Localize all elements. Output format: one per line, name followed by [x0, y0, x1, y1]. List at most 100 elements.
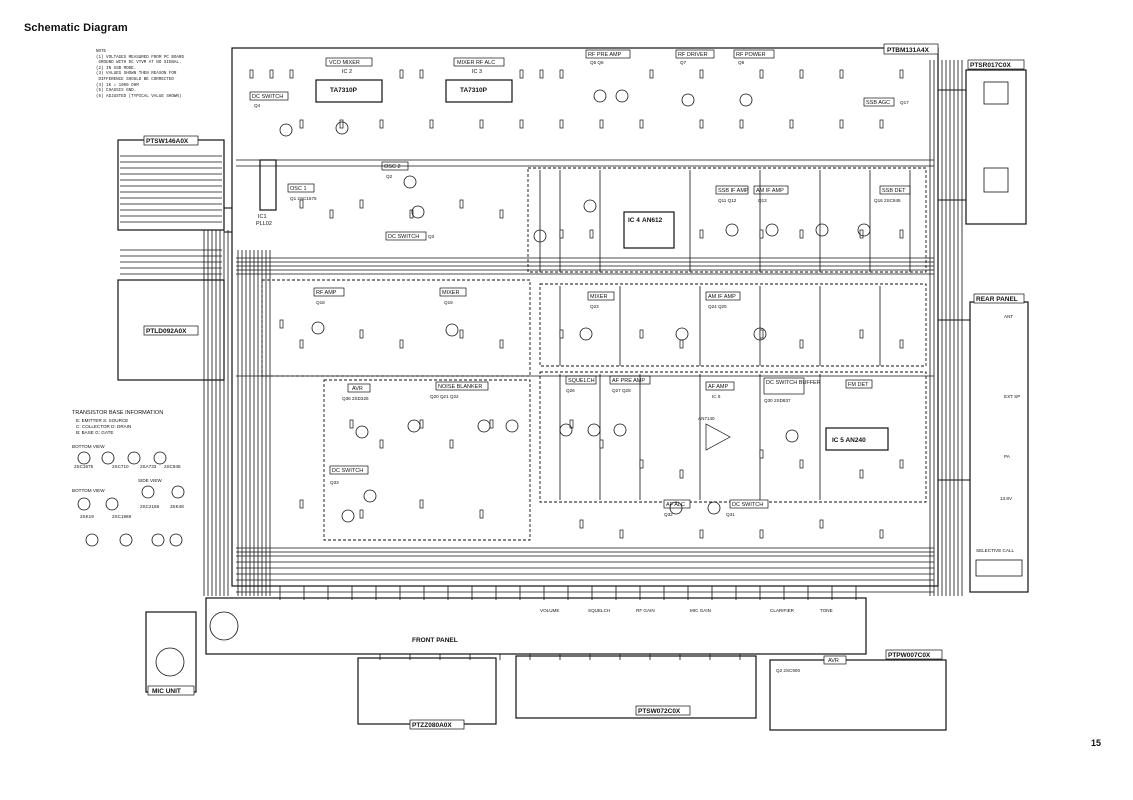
fm-det-block: FM DET IC 5 AN240 — [825, 379, 889, 451]
type-label: 2SC710 — [112, 464, 129, 469]
block-label: RF POWER — [736, 52, 766, 58]
rf-driver-block: RF DRIVER Q7 — [675, 49, 715, 65]
osc1-block: OSC 1 Q1 2SC1675 — [287, 183, 317, 201]
block-label: RF PRE AMP — [588, 52, 622, 58]
ic-label: AN7140 — [698, 416, 715, 421]
dc-switch-q3-block: DC SWITCH Q3 — [385, 231, 435, 241]
block-sub: AN612 — [642, 217, 663, 224]
mixer2-block: MIXER Q19 — [439, 287, 467, 305]
board-label-main: PTBM131A4X — [887, 47, 930, 54]
noise-blanker-block: NOISE BLANKER Q20 Q21 Q22 — [430, 381, 489, 399]
rear-panel: REAR PANEL ANT EXT SP PA 13.8V SELECTIVE… — [969, 293, 1029, 593]
control-label: TONE — [820, 608, 833, 613]
info-legend: B: BASE G: GATE — [76, 430, 113, 435]
af-amp-block: AF AMP IC 6 — [705, 381, 735, 399]
block-sub: IC 6 — [712, 394, 721, 399]
block-label: AF AMP — [708, 384, 729, 390]
sw2-board: PTSW072C0X — [515, 655, 757, 719]
block-label: OSC 1 — [290, 186, 307, 192]
block-label: AVR — [828, 658, 839, 664]
block-label: DC SWITCH — [732, 502, 763, 508]
jack-label: ANT — [1004, 314, 1013, 319]
block-label: VCO MIXER — [329, 60, 360, 66]
block-label: MIXER — [442, 290, 459, 296]
block-sub: Q5 Q6 — [590, 60, 604, 65]
block-sub: Q18 — [316, 300, 325, 305]
board-label-sr: PTSR017C0X — [970, 62, 1011, 69]
block-sub: Q20 Q21 Q22 — [430, 394, 459, 399]
dc-switch-buffer-block: DC SWITCH BUFFER Q30 2SD837 — [763, 377, 821, 403]
block-sub: Q8 — [738, 60, 745, 65]
block-label: SSB IF AMP — [718, 188, 749, 194]
sw-board: PTSW146A0X — [117, 135, 225, 231]
jack-label: PA — [1004, 454, 1011, 459]
block-label: FM DET — [848, 382, 869, 388]
block-label: OSC 2 — [384, 164, 401, 170]
ssb-if-amp-block: SSB IF AMP Q11 Q12 — [715, 185, 749, 203]
block-sub: Q7 — [680, 60, 687, 65]
block-sub: Q16 2SC945 — [874, 198, 901, 203]
block-label: RF DRIVER — [678, 52, 708, 58]
dc-switch-q31-block: DC SWITCH Q31 — [726, 499, 769, 517]
block-label: SSB AGC — [866, 100, 890, 106]
block-label: MIXER RF ALC — [457, 60, 495, 66]
block-label: AM IF AMP — [756, 188, 784, 194]
jack-label: 13.8V — [1000, 496, 1013, 501]
ic-label: TA7310P — [460, 87, 488, 94]
osc2-block: OSC 2 Q2 — [381, 161, 409, 179]
info-legend: C: COLLECTOR D: DRAIN — [76, 424, 131, 429]
block-sub: PLL02 — [256, 221, 272, 227]
block-sub: Q4 — [254, 103, 261, 108]
notes-block: NOTE (1) VOLTAGES MEASURED FROM PC BOARD… — [96, 50, 184, 99]
ic6-amp: AN7140 — [698, 416, 731, 451]
block-sub: Q2 2SC900 — [776, 668, 800, 673]
block-label: AF ALC — [666, 502, 685, 508]
board-label-zd: PTZZ080A0X — [412, 722, 452, 729]
jack-label: EXT SP — [1004, 394, 1020, 399]
rf-pre-amp-block: RF PRE AMP Q5 Q6 — [585, 49, 631, 65]
block-sub: Q17 — [900, 100, 909, 105]
block-label: NOISE BLANKER — [438, 384, 482, 390]
control-label: MIC GAIN — [690, 608, 711, 613]
control-label: VOLUME — [540, 608, 559, 613]
pw-board: PTPW007C0X AVR Q2 2SC900 — [769, 649, 947, 731]
panel-label: MIC UNIT — [152, 688, 181, 695]
type-label: 2SC945 — [164, 464, 181, 469]
main-board: PTBM131A4X — [231, 43, 939, 587]
block-label: DC SWITCH — [332, 468, 363, 474]
block-sub: IC 2 — [342, 69, 352, 75]
control-label: CLARIFIER — [770, 608, 795, 613]
block-label: SSB DET — [882, 188, 906, 194]
control-label: RF GAIN — [636, 608, 655, 613]
type-label: 2SC1675 — [74, 464, 94, 469]
components — [77, 69, 904, 547]
block-sub: Q24 Q25 — [708, 304, 727, 309]
page-title: Schematic Diagram — [24, 22, 128, 34]
block-sub: Q27 Q28 — [612, 388, 631, 393]
dc-switch-q4-block: DC SWITCH Q4 — [249, 91, 289, 108]
am-if-amp2-block: AM IF AMP Q24 Q25 — [705, 291, 741, 309]
block-label: DC SWITCH BUFFER — [766, 380, 821, 386]
panel-label: REAR PANEL — [976, 296, 1018, 303]
block-label: IC1 — [258, 214, 267, 220]
type-label: 3SK48 — [170, 504, 184, 509]
block-sub: Q23 — [590, 304, 599, 309]
block-sub: Q19 — [444, 300, 453, 305]
vco-mixer-block: VCO MIXER IC 2 TA7310P — [315, 57, 383, 103]
block-sub: Q2 — [386, 174, 393, 179]
block-label: AVR — [352, 386, 363, 392]
ssb-agc-block: SSB AGC Q17 — [863, 97, 909, 107]
block-label: IC 4 — [628, 217, 640, 224]
wiring — [120, 60, 970, 660]
block-label: AM IF AMP — [708, 294, 736, 300]
page-number: 15 — [1090, 738, 1101, 748]
panel-label: FRONT PANEL — [412, 637, 458, 644]
view-label: BOTTOM VIEW — [72, 444, 105, 449]
block-sub: Q13 — [758, 198, 767, 203]
mixer-rfalc-block: MIXER RF ALC IC 3 TA7310P — [445, 57, 513, 103]
block-label: DC SWITCH — [252, 94, 283, 100]
dc-switch-q33-block: DC SWITCH Q33 — [329, 465, 369, 485]
zd-board: PTZZ080A0X — [357, 657, 497, 730]
block-label: MIXER — [590, 294, 607, 300]
